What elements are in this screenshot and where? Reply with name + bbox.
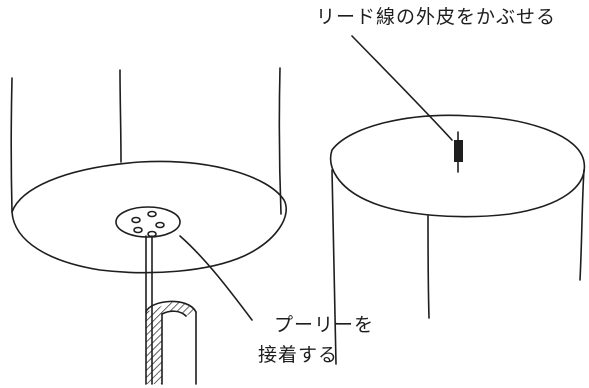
insulation-sleeve — [454, 140, 463, 162]
tube-hatch-top — [162, 301, 196, 316]
pulley-leader-line — [179, 235, 253, 321]
left-cylinder-left-wall — [10, 77, 13, 213]
right-cylinder — [329, 114, 586, 365]
pulley-hole — [131, 216, 141, 224]
pulley-hole — [147, 210, 157, 218]
pulley-annotation-line1: プーリーを — [274, 314, 375, 336]
right-cylinder-left-wall — [331, 169, 337, 365]
tube-outline — [161, 310, 187, 317]
pulley — [115, 206, 181, 238]
pulley-rim — [115, 206, 181, 238]
tube-outline — [145, 300, 197, 313]
wire-leader-line — [351, 35, 453, 141]
left-cylinder-bottom-disc — [11, 160, 287, 274]
lead-wire — [454, 131, 463, 173]
pulley-hole — [133, 226, 143, 234]
left-cylinder-right-wall — [278, 67, 282, 215]
tube-hatch-left — [146, 306, 162, 384]
left-cylinder — [10, 67, 287, 274]
right-cylinder-right-wall — [579, 169, 585, 281]
pulley-hole — [155, 221, 165, 229]
lead-wire-annotation: リード線の外皮をかぶせる — [316, 6, 557, 28]
pulley-annotation-line2: 接着する — [258, 344, 339, 366]
left-cylinder-mid-wall — [119, 69, 122, 163]
tube-section — [145, 300, 197, 385]
right-cylinder-mid-wall — [427, 215, 430, 319]
right-cylinder-top-disc — [329, 114, 586, 218]
